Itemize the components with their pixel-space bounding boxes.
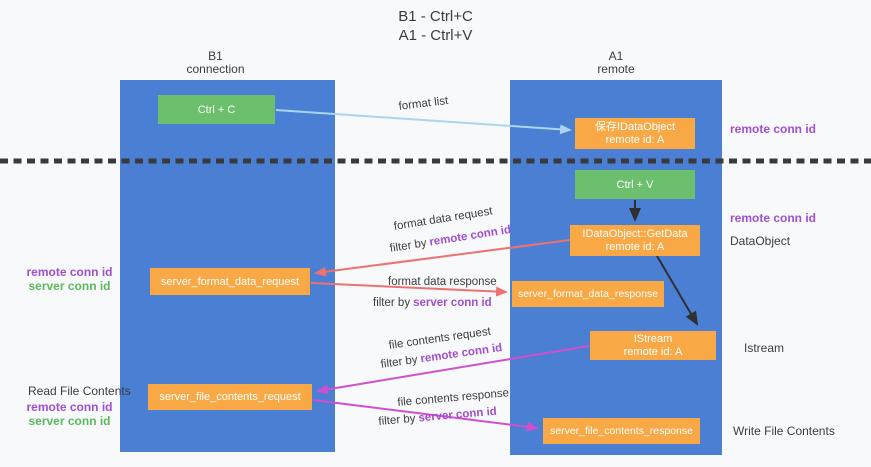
filter-by-text: filter by [378, 412, 416, 428]
diagram-title: B1 - Ctrl+C A1 - Ctrl+V [0, 7, 871, 45]
istream-side-label: Istream [744, 341, 785, 355]
left-lane-header: B1 connection [108, 50, 323, 76]
left-conn-id-label-group: remote conn id server conn id [22, 265, 117, 293]
write-file-contents-side-label: Write File Contents [733, 424, 835, 438]
format-list-edge-label: format list [398, 94, 449, 113]
filter-by-text: filter by [389, 237, 428, 255]
read-file-contents-side-label: Read File Contents [28, 384, 131, 398]
dataobject-side-label: DataObject [730, 234, 791, 248]
left-lane-sub: connection [186, 62, 245, 76]
getdata-line2: remote id: A [605, 240, 665, 253]
server-format-data-request-label: server_format_data_request [160, 275, 300, 288]
right-lane-name: A1 [608, 49, 624, 63]
save-idataobject-line1: 保存IDataObject [594, 120, 676, 133]
format-data-response-edge-label: format data response [388, 276, 497, 288]
save-idataobject-line2: remote id: A [605, 133, 665, 146]
remote-conn-id-side-label-top: remote conn id [730, 122, 817, 136]
istream-box: IStream remote id: A [590, 331, 716, 360]
server-conn-id-filter-word: server conn id [413, 297, 492, 309]
left-lane-name: B1 [208, 49, 223, 63]
server-format-data-response-box: server_format_data_response [512, 281, 664, 307]
remote-conn-id-side-label-mid: remote conn id [730, 211, 817, 225]
istream-line1: IStream [633, 332, 673, 345]
right-lane-header: A1 remote [510, 50, 722, 76]
remote-conn-id-filter-word: remote conn id [428, 223, 512, 249]
filter-by-text: filter by [373, 297, 411, 309]
istream-line2: remote id: A [623, 345, 683, 358]
ctrl-c-box: Ctrl + C [158, 95, 275, 124]
ctrl-c-label: Ctrl + C [197, 103, 236, 116]
getdata-line1: IDataObject::GetData [582, 227, 688, 240]
right-lane-sub: remote [597, 62, 635, 76]
remote-conn-id-side-label-left: remote conn id [26, 265, 113, 279]
server-file-contents-request-box: server_file_contents_request [148, 384, 312, 410]
remote-conn-id-side-label-left-2: remote conn id [26, 400, 113, 414]
title-line-1: B1 - Ctrl+C [398, 8, 473, 25]
title-line-2: A1 - Ctrl+V [398, 27, 473, 44]
server-file-contents-response-label: server_file_contents_response [549, 425, 693, 437]
server-format-data-request-box: server_format_data_request [150, 268, 310, 295]
server-file-contents-response-box: server_file_contents_response [543, 418, 700, 444]
save-idataobject-box: 保存IDataObject remote id: A [575, 118, 695, 149]
ctrl-v-box: Ctrl + V [575, 170, 695, 199]
ctrl-v-label: Ctrl + V [616, 178, 654, 191]
server-conn-id-filter-word: server conn id [417, 405, 498, 425]
filter-by-text: filter by [380, 353, 419, 371]
left-conn-id-label-group-bottom: remote conn id server conn id [22, 400, 117, 428]
idataobject-getdata-box: IDataObject::GetData remote id: A [570, 225, 700, 256]
server-format-data-response-label: server_format_data_response [517, 288, 659, 300]
server-file-contents-request-label: server_file_contents_request [159, 391, 301, 403]
server-conn-id-side-label-left: server conn id [28, 279, 111, 293]
server-conn-id-side-label-left-2: server conn id [28, 414, 111, 428]
